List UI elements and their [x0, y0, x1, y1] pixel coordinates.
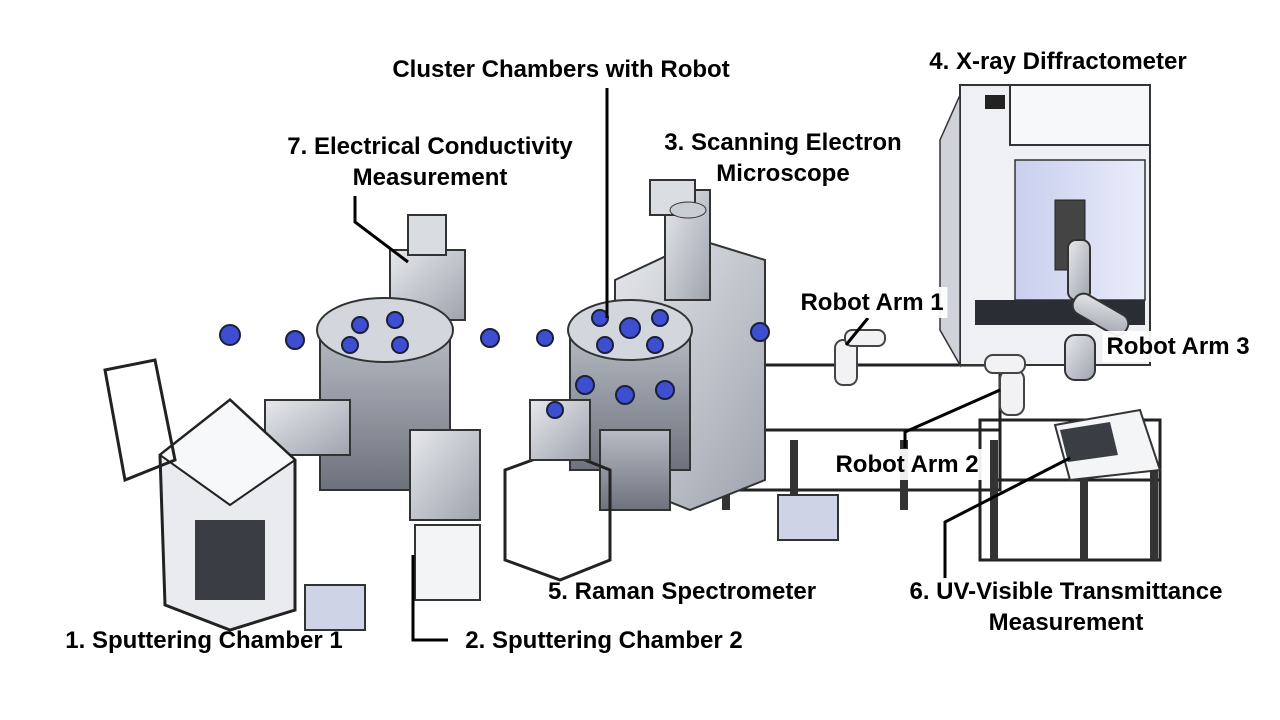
label-uv-visible-transmittance: 6. UV-Visible Transmittance Measurement [909, 578, 1223, 636]
label-robot-arm-2: Robot Arm 2 [831, 449, 983, 480]
uv-vis-unit [1053, 408, 1162, 482]
robot-arm-3-shape [1064, 239, 1130, 381]
leader-lines [353, 88, 1071, 642]
label-sputtering-chamber-2: 2. Sputtering Chamber 2 [465, 627, 743, 654]
raman-spectrometer [503, 399, 612, 582]
sputtering-chamber-2 [409, 429, 481, 601]
cluster-viewports [575, 309, 675, 405]
label-cluster-chambers: Cluster Chambers with Robot [392, 56, 730, 83]
robot-arm-2-shape [984, 354, 1026, 416]
label-electrical-conductivity: 7. Electrical Conductivity Measurement [287, 133, 573, 191]
label-raman-spectrometer: 5. Raman Spectrometer [547, 578, 817, 605]
leader-robot2 [903, 388, 1001, 448]
controller-box [777, 494, 839, 541]
robot-arm-1-shape [834, 329, 886, 386]
label-scanning-electron-microscope: 3. Scanning Electron Microscope [664, 129, 902, 187]
leader-electrical [353, 196, 409, 264]
leader-sputter2 [411, 555, 448, 642]
main-chamber-viewports [219, 311, 770, 476]
leader-robot1 [844, 317, 870, 346]
label-robot-arm-1: Robot Arm 1 [796, 287, 948, 318]
leader-uv [943, 456, 1071, 578]
label-robot-arm-3: Robot Arm 3 [1102, 331, 1254, 362]
label-xray-diffractometer: 4. X-ray Diffractometer [929, 48, 1187, 75]
sputtering-chamber-1-rack [103, 358, 366, 632]
label-sputtering-chamber-1: 1. Sputtering Chamber 1 [65, 627, 343, 654]
